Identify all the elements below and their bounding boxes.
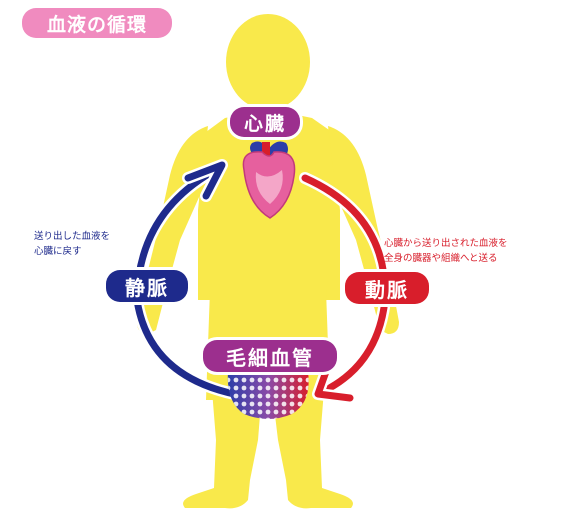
artery-description-line-1: 心臓から送り出された血液を (384, 236, 508, 251)
capillary-label: 毛細血管 (203, 340, 337, 372)
artery-description: 心臓から送り出された血液を 全身の臓器や組織へと送る (384, 236, 508, 266)
artery-description-line-2: 全身の臓器や組織へと送る (384, 251, 508, 266)
diagram-title: 血液の循環 (22, 8, 172, 38)
vein-description: 送り出した血液を 心臓に戻す (34, 229, 110, 259)
heart-label: 心臓 (230, 107, 300, 137)
vein-description-line-1: 送り出した血液を (34, 229, 110, 244)
vein-description-line-2: 心臓に戻す (34, 244, 110, 259)
vein-label: 静脈 (106, 270, 188, 302)
human-body-silhouette (137, 14, 399, 508)
artery-label: 動脈 (345, 272, 429, 304)
